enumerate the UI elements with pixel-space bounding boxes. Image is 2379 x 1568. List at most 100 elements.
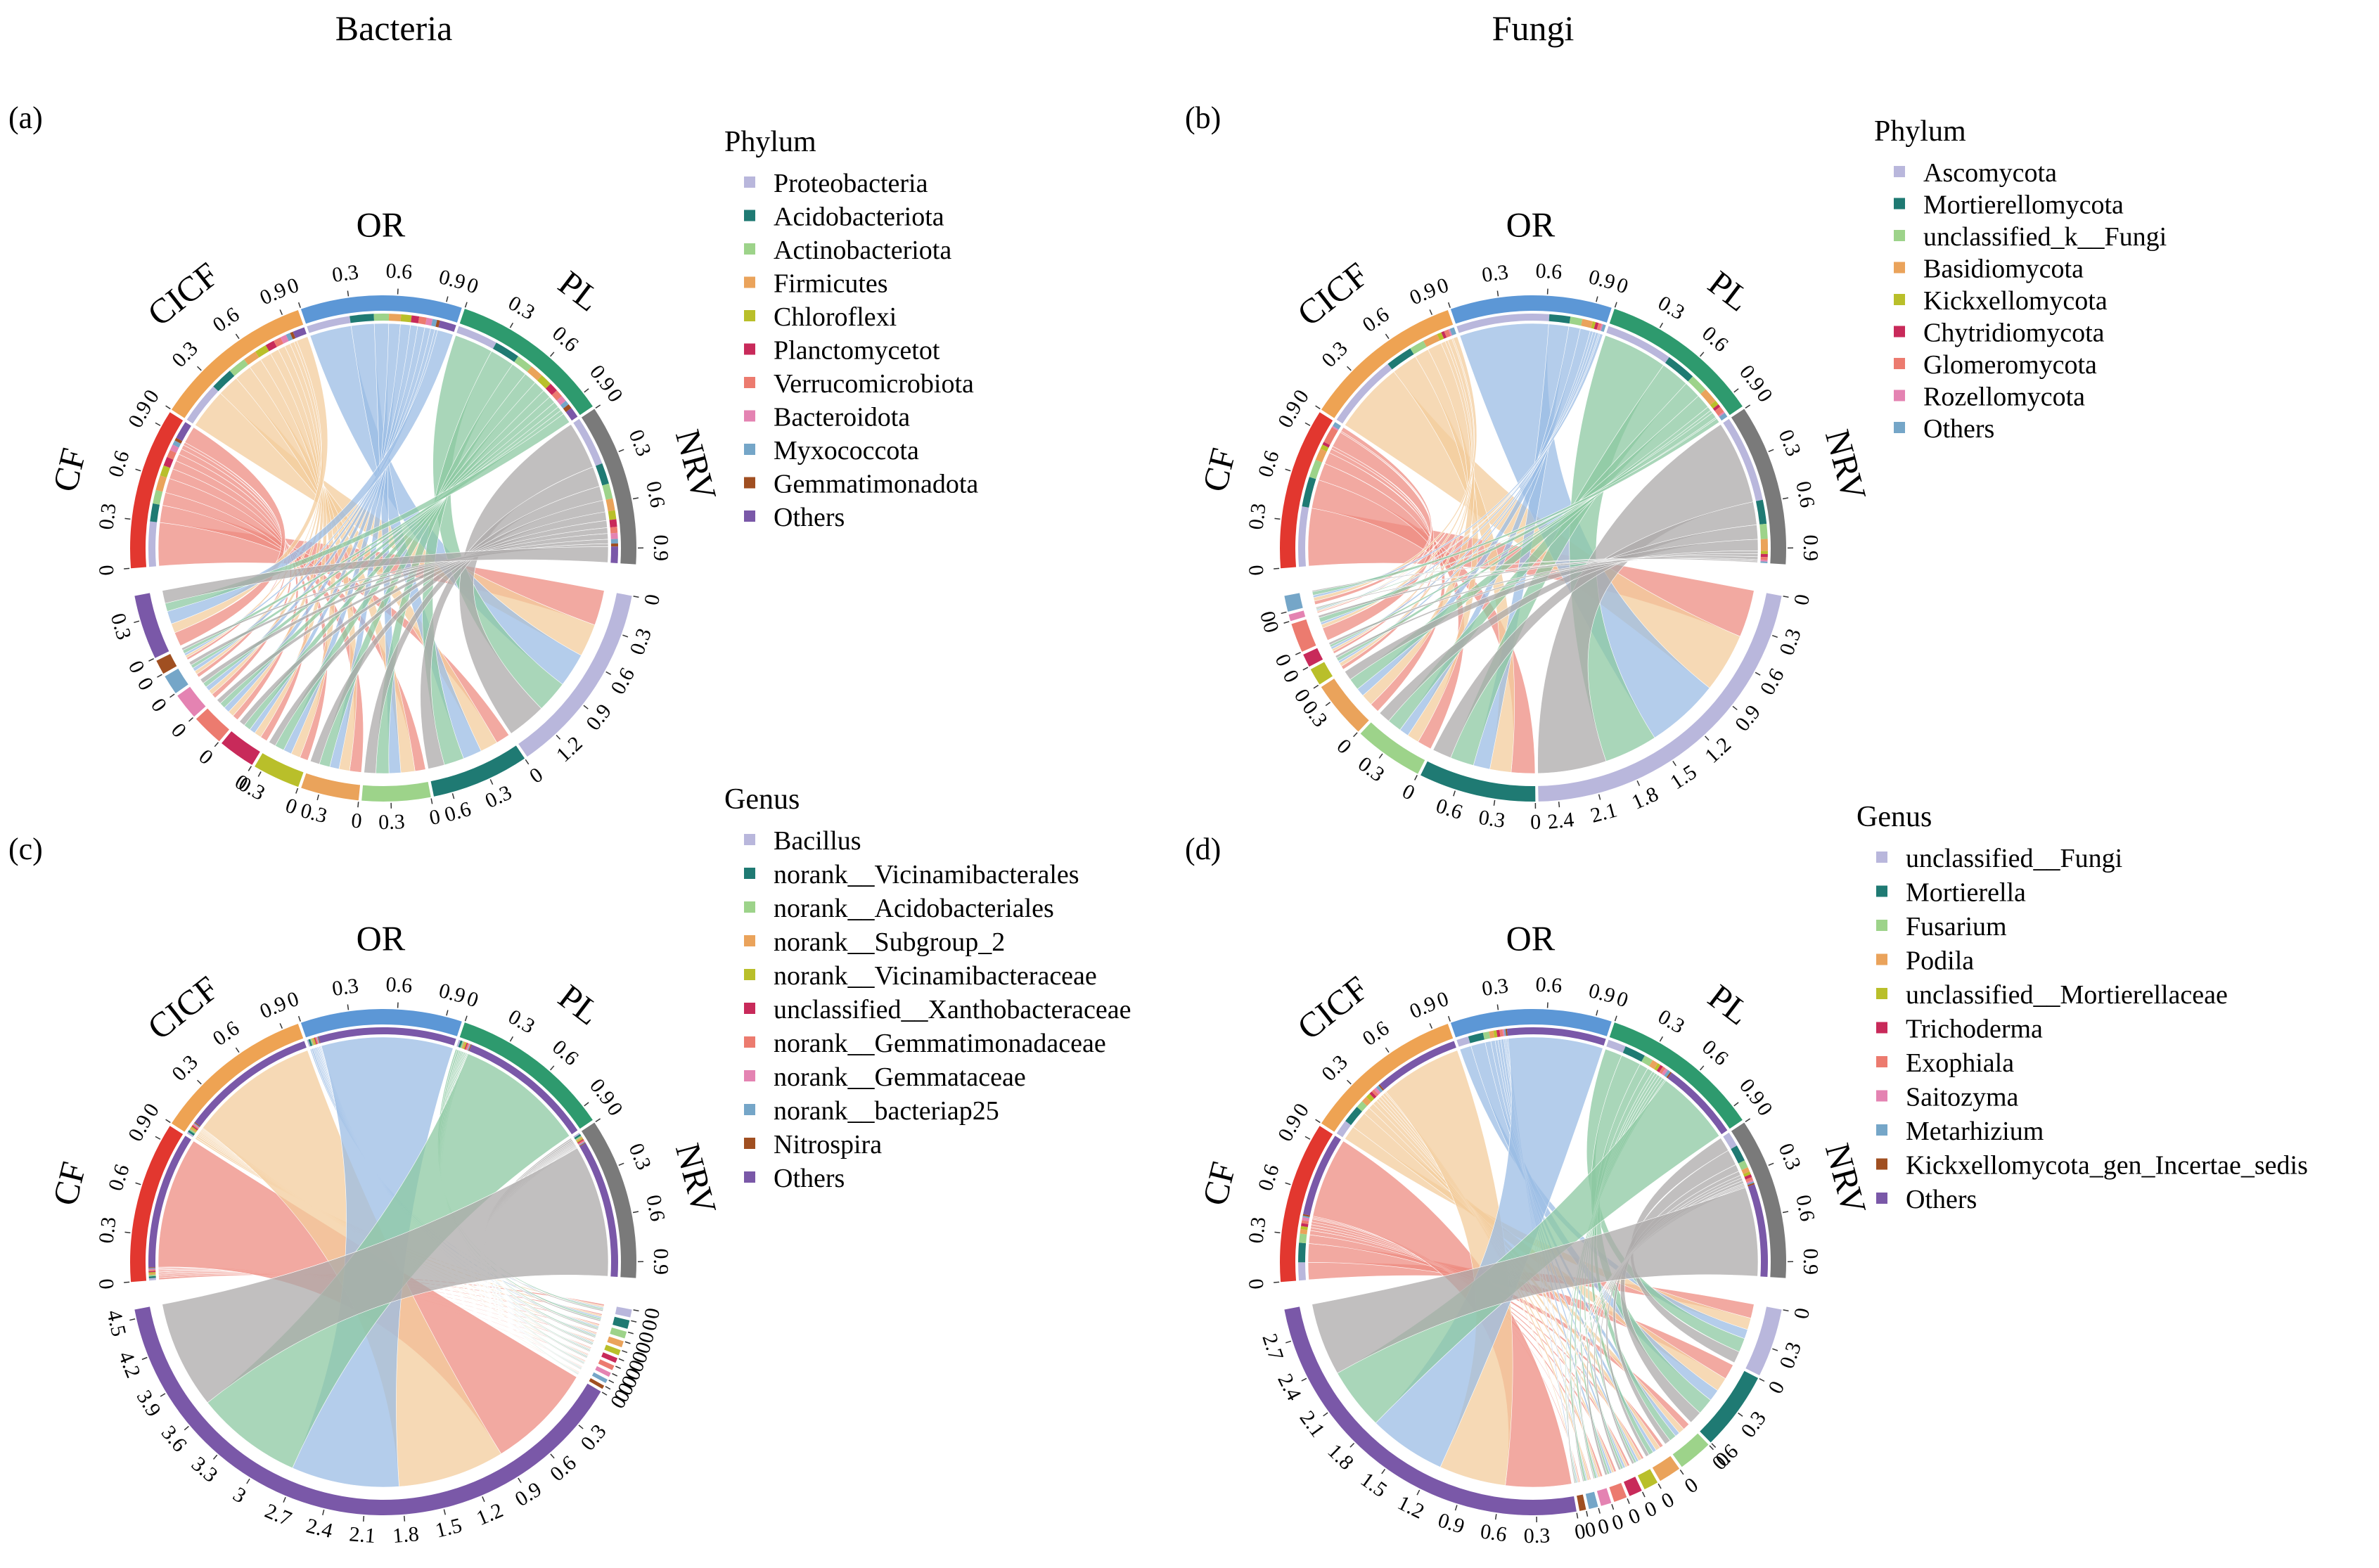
legend-swatch-kickxellomycota-gen-incertae-sedis — [1876, 1158, 1887, 1170]
group-label-cf: CF — [1195, 444, 1243, 496]
tick-label: 0.6 — [548, 1035, 583, 1070]
group-band-or-kickxellomycota — [1591, 321, 1596, 329]
group-arc-cicf — [1321, 1024, 1454, 1132]
tick-label: 2.1 — [1588, 798, 1620, 828]
tick-label: 2.4 — [1273, 1370, 1305, 1404]
tick-mark — [134, 620, 140, 624]
tick-label: 0 — [1278, 667, 1304, 687]
taxon-arc-firmicutes — [301, 773, 361, 801]
tick-mark — [618, 1358, 624, 1362]
group-band-cf-chloroflexi — [160, 465, 170, 478]
group-band-nrv-trichoderma — [1744, 1174, 1752, 1180]
taxon-arc-trichoderma — [1623, 1477, 1642, 1496]
group-label-nrv: NRV — [1818, 1139, 1874, 1219]
tick-label: 0 — [146, 694, 172, 716]
group-band-nrv-bacillus — [573, 1132, 580, 1138]
tick-label: 1.2 — [473, 1498, 506, 1530]
tick-mark — [612, 1373, 618, 1377]
group-band-or-rozellomycota — [1599, 323, 1603, 331]
legend-swatch-norank-acidobacteriales — [744, 901, 755, 913]
tick-label: 1.8 — [1628, 783, 1662, 814]
tick-mark — [165, 1119, 171, 1124]
tick-mark — [1447, 1015, 1451, 1022]
tick-label: 2.4 — [304, 1514, 335, 1543]
taxon-arc-exophiala — [1609, 1482, 1627, 1502]
tick-mark — [1699, 352, 1705, 357]
tick-label: 0.9 — [582, 700, 616, 735]
group-band-nrv-verrucomicrobiota — [610, 527, 618, 534]
group-arc-nrv — [581, 1122, 636, 1278]
tick-label: 0.9 — [1406, 278, 1440, 309]
tick-label: 0.3 — [1774, 1140, 1806, 1173]
tick-mark — [297, 1015, 301, 1022]
taxon-arc-nitrospira — [589, 1378, 605, 1389]
tick-mark — [1416, 1489, 1421, 1496]
group-band-cicf-rozellomycota — [1448, 328, 1453, 336]
tick-mark — [235, 333, 240, 340]
group-band-cicf-myxococcota — [286, 333, 293, 342]
ribbon-pl-others — [1312, 418, 1720, 596]
legend-swatch-unclassified-mortierellaceae — [1876, 988, 1887, 999]
group-band-cicf-others — [194, 1041, 307, 1126]
taxon-arc-norank-vicinamibacteraceae — [604, 1344, 621, 1356]
legend-swatch-norank-gemmataceae — [744, 1070, 755, 1081]
group-band-cicf-bacteroidota — [280, 335, 289, 344]
taxon-arc-others — [1284, 1306, 1577, 1515]
group-band-nrv-bacteroidota — [610, 532, 618, 539]
tick-label: 2.1 — [1295, 1406, 1330, 1441]
group-band-nrv-gemmatimonadota — [610, 543, 618, 547]
group-band-cf-unclassified-xanthobacteraceae — [148, 1271, 156, 1273]
group-band-cf-actinobacteriota — [153, 489, 163, 505]
group-band-nrv-exophiala — [1745, 1177, 1753, 1183]
tick-mark — [135, 468, 141, 472]
legend-swatch-kickxellomycota — [1894, 294, 1905, 305]
group-band-pl-gemmatimonadota — [563, 404, 572, 413]
tick-mark — [1385, 1047, 1390, 1053]
group-band-or-norank-gemmataceae — [316, 1036, 319, 1044]
legend-item-chytridiomycota: Chytridiomycota — [1923, 319, 2105, 348]
ribbon-or-others — [167, 330, 454, 624]
legend-item-acidobacteriota: Acidobacteriota — [774, 203, 944, 232]
taxon-arc-kickxellomycota — [1310, 662, 1333, 685]
tick-label: 0.3 — [504, 1005, 539, 1038]
tick-mark — [155, 422, 161, 426]
tick-mark — [297, 302, 301, 308]
tick-mark — [622, 1350, 628, 1354]
group-band-pl-trichoderma — [1656, 1065, 1663, 1073]
group-band-cf-norank-subgroup-2 — [148, 1273, 156, 1275]
tick-label: 0.6 — [1254, 448, 1284, 480]
group-band-cf-unclassified-mortierellaceae — [1300, 1226, 1308, 1230]
group-band-cicf-exophiala — [1371, 1089, 1379, 1097]
tick-label: 0.9 — [649, 1248, 672, 1275]
tick-mark — [1349, 1442, 1355, 1448]
tick-label: 0.9 — [1799, 1248, 1822, 1275]
tick-label: 0.6 — [1698, 1035, 1733, 1070]
group-band-nrv-mortierellomycota — [1755, 499, 1767, 525]
legend-swatch-norank-vicinamibacteraceae — [744, 969, 755, 980]
group-band-nrv-podila — [1741, 1167, 1750, 1174]
group-band-cf-chytridiomycota — [1322, 442, 1330, 448]
tick-label: 0.9 — [257, 278, 290, 309]
group-band-cicf-saitozyma — [1373, 1087, 1381, 1095]
group-band-or-ascomycota — [1456, 314, 1550, 333]
group-band-cf-norank-vicinamibacteraceae — [148, 1272, 156, 1274]
legend-item-chloroflexi: Chloroflexi — [774, 302, 897, 332]
group-band-cf-bacillus — [148, 1278, 156, 1281]
tick-label: 0.9 — [1586, 979, 1618, 1008]
tick-mark — [1705, 735, 1710, 741]
legend-item-kickxellomycota: Kickxellomycota — [1923, 286, 2108, 316]
tick-label: 2.1 — [348, 1522, 376, 1548]
legend-swatch-gemmatimonadota — [744, 477, 755, 489]
legend-item-others: Others — [774, 1164, 845, 1193]
tick-mark — [1759, 1378, 1765, 1382]
tick-mark — [1347, 1079, 1352, 1085]
group-arc-cf — [130, 412, 184, 569]
group-band-cicf-others — [293, 327, 307, 338]
group-band-or-proteobacteria — [307, 316, 351, 333]
group-band-cicf-metarhizium — [1376, 1085, 1383, 1093]
tick-mark — [1768, 449, 1774, 453]
tick-label: 0.6 — [1698, 321, 1733, 356]
group-band-or-trichoderma — [1496, 1029, 1501, 1037]
tick-label: 0 — [95, 564, 119, 577]
tick-label: 0.3 — [378, 810, 405, 834]
